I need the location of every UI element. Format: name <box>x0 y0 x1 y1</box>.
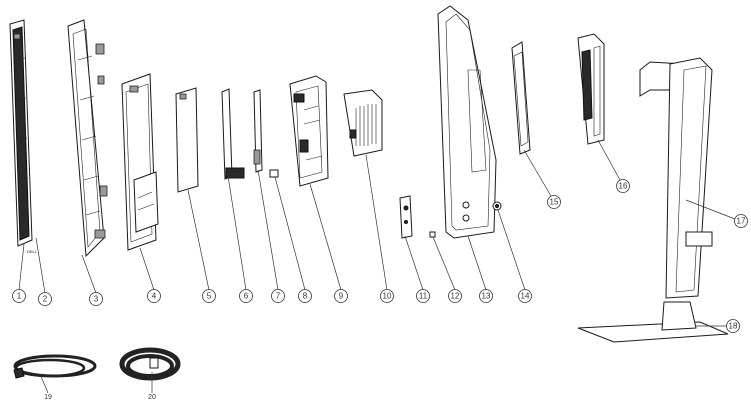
callout-4-label: 4 <box>152 292 157 301</box>
callout-7-label: 7 <box>276 292 281 301</box>
part-small-connector <box>270 170 278 177</box>
part-shield-plate <box>176 88 198 192</box>
callout-3: 3 <box>90 293 103 306</box>
callout-3-label: 3 <box>94 295 99 304</box>
callout-8: 8 <box>299 290 312 303</box>
callout-11-label: 11 <box>419 292 428 301</box>
callout-16: 16 <box>617 180 630 193</box>
callout-1-label: 1 <box>17 292 22 301</box>
part-button-board <box>400 196 412 238</box>
callout-14-label: 14 <box>521 292 530 301</box>
part-front-bezel <box>10 20 32 246</box>
callout-14: 14 <box>519 290 532 303</box>
callout-18: 18 <box>727 320 740 333</box>
callout-13-label: 13 <box>482 292 491 301</box>
callout-5: 5 <box>203 290 216 303</box>
callout-17: 17 <box>735 215 748 228</box>
callout-8-label: 8 <box>303 292 308 301</box>
callout-17-label: 17 <box>737 217 746 226</box>
callout-2-label: 2 <box>43 295 48 304</box>
callout-12-label: 12 <box>451 292 460 301</box>
callout-9: 9 <box>335 290 348 303</box>
part-vesa-bracket <box>512 42 530 154</box>
part-stand-neck <box>640 58 712 298</box>
label-19: 19 <box>44 394 52 401</box>
callout-18-label: 18 <box>729 322 738 331</box>
part-video-cable <box>122 350 178 378</box>
bezel-logo: DELL <box>27 249 38 254</box>
callout-10-label: 10 <box>383 292 392 301</box>
callout-13: 13 <box>480 290 493 303</box>
callout-2: 2 <box>39 293 52 306</box>
part-hinge-plate <box>578 34 604 144</box>
part-heat-sink <box>344 90 382 156</box>
callout-10: 10 <box>381 290 394 303</box>
part-lcd-panel <box>68 20 107 256</box>
callout-4: 4 <box>148 290 161 303</box>
part-screw <box>493 202 501 210</box>
callout-5-label: 5 <box>207 292 212 301</box>
callout-16-label: 16 <box>619 182 628 191</box>
callout-7: 7 <box>272 290 285 303</box>
callout-11: 11 <box>417 290 430 303</box>
part-circuit-board-b <box>254 90 262 172</box>
callout-12: 12 <box>449 290 462 303</box>
label-20: 20 <box>148 394 156 401</box>
part-back-cover <box>438 6 496 238</box>
callout-9-label: 9 <box>339 292 344 301</box>
callout-15-label: 15 <box>550 198 559 207</box>
part-power-cable <box>14 356 95 378</box>
part-light-guide <box>430 232 435 237</box>
callout-6-label: 6 <box>244 292 249 301</box>
callout-15: 15 <box>548 196 561 209</box>
part-stand-base <box>578 302 728 342</box>
part-middle-frame <box>122 74 158 250</box>
part-power-board <box>290 76 328 186</box>
callout-1: 1 <box>13 290 26 303</box>
callout-6: 6 <box>240 290 253 303</box>
part-circuit-board-a <box>222 89 244 179</box>
